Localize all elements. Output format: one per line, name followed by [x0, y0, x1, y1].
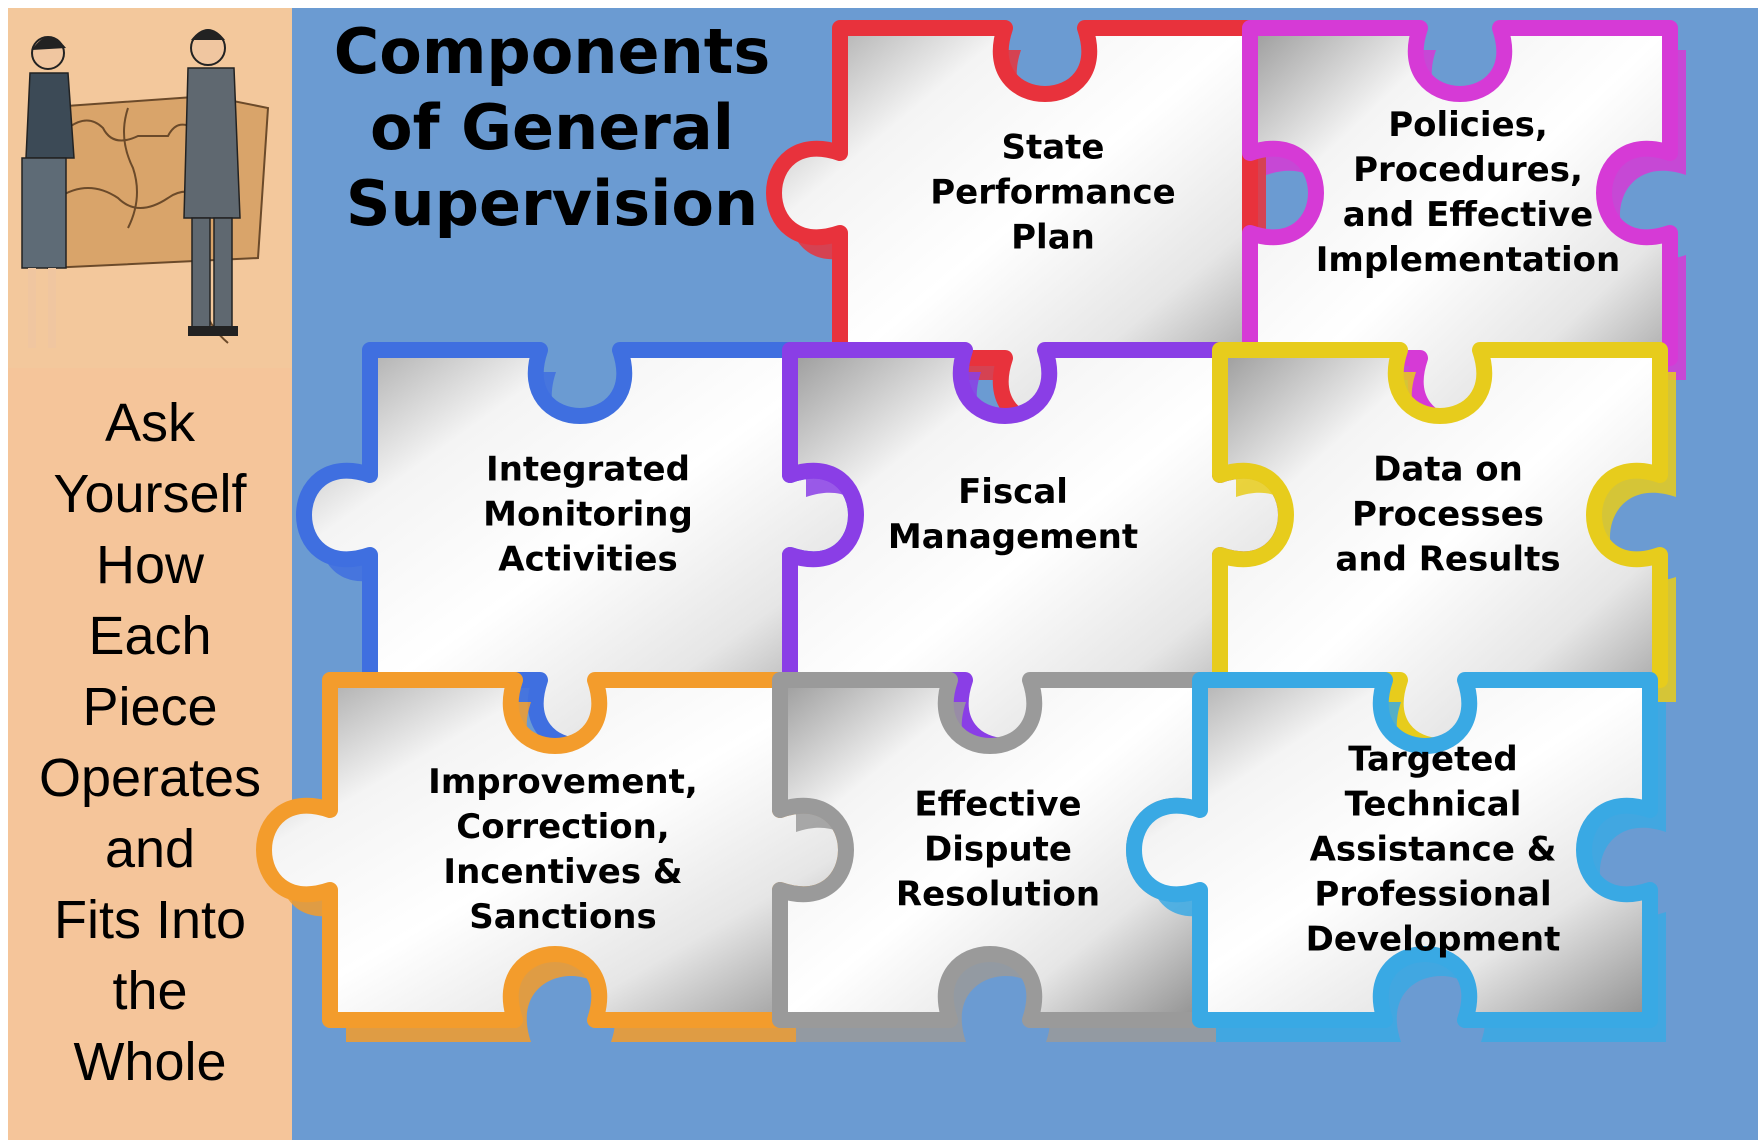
piece-label-line: Plan — [1011, 217, 1095, 258]
piece-label-line: Activities — [498, 539, 678, 580]
people-puzzle-illustration — [8, 8, 292, 368]
side-text-line: Ask — [104, 393, 196, 453]
piece-label-line: Assistance & — [1309, 829, 1557, 870]
page-title: Components of General Supervision — [292, 14, 812, 242]
piece-label-line: Implementation — [1315, 240, 1621, 280]
piece-label-line: Effective — [914, 784, 1082, 825]
title-line: Components — [333, 15, 771, 88]
piece-label-line: Professional — [1314, 874, 1552, 915]
piece-label-line: Integrated — [486, 449, 690, 490]
side-text-line: Fits Into — [53, 890, 247, 950]
data-processes-results-piece — [1212, 342, 1668, 754]
piece-label-line: Management — [887, 517, 1139, 557]
side-text: Ask Yourself How Each Piece Operates and… — [8, 388, 292, 1098]
piece-label-line: Data on — [1373, 449, 1523, 490]
piece-label-line: State — [1001, 127, 1105, 168]
side-text-line: Whole — [73, 1032, 227, 1092]
piece-label-line: Correction, — [456, 807, 670, 847]
piece-label-line: Improvement, — [428, 762, 698, 802]
piece-label-line: Monitoring — [483, 494, 693, 535]
targeted-technical-assistance-piece — [1126, 672, 1658, 1028]
side-text-line: Yourself — [53, 464, 247, 524]
piece-label-line: Incentives & — [443, 852, 683, 892]
piece-label-line: Development — [1305, 919, 1561, 960]
piece-label-line: Dispute — [924, 829, 1072, 870]
policies-procedures-piece — [1242, 20, 1678, 432]
piece-label-line: Processes — [1351, 494, 1545, 535]
piece-label-line: and Effective — [1342, 195, 1594, 235]
side-text-line: the — [112, 961, 188, 1021]
piece-label-line: Fiscal — [958, 472, 1068, 512]
title-line: of General — [370, 91, 734, 164]
side-text-line: and — [104, 819, 196, 879]
piece-label-line: Resolution — [895, 874, 1101, 915]
piece-label-line: Targeted — [1348, 739, 1518, 780]
side-text-line: How — [95, 535, 205, 595]
piece-label-line: Performance — [930, 172, 1176, 213]
piece-label-line: Sanctions — [469, 897, 657, 937]
title-line: Supervision — [345, 167, 759, 240]
piece-label-line: Policies, — [1388, 105, 1548, 145]
side-text-line: Piece — [82, 677, 218, 737]
improvement-correction-label: Improvement, Correction, Incentives & Sanct… — [428, 760, 698, 940]
piece-label-line: and Results — [1335, 539, 1561, 580]
side-text-line: Operates — [38, 748, 262, 808]
side-text-line: Each — [88, 606, 212, 666]
piece-label-line: Technical — [1344, 784, 1522, 825]
piece-label-line: Procedures, — [1353, 150, 1583, 190]
